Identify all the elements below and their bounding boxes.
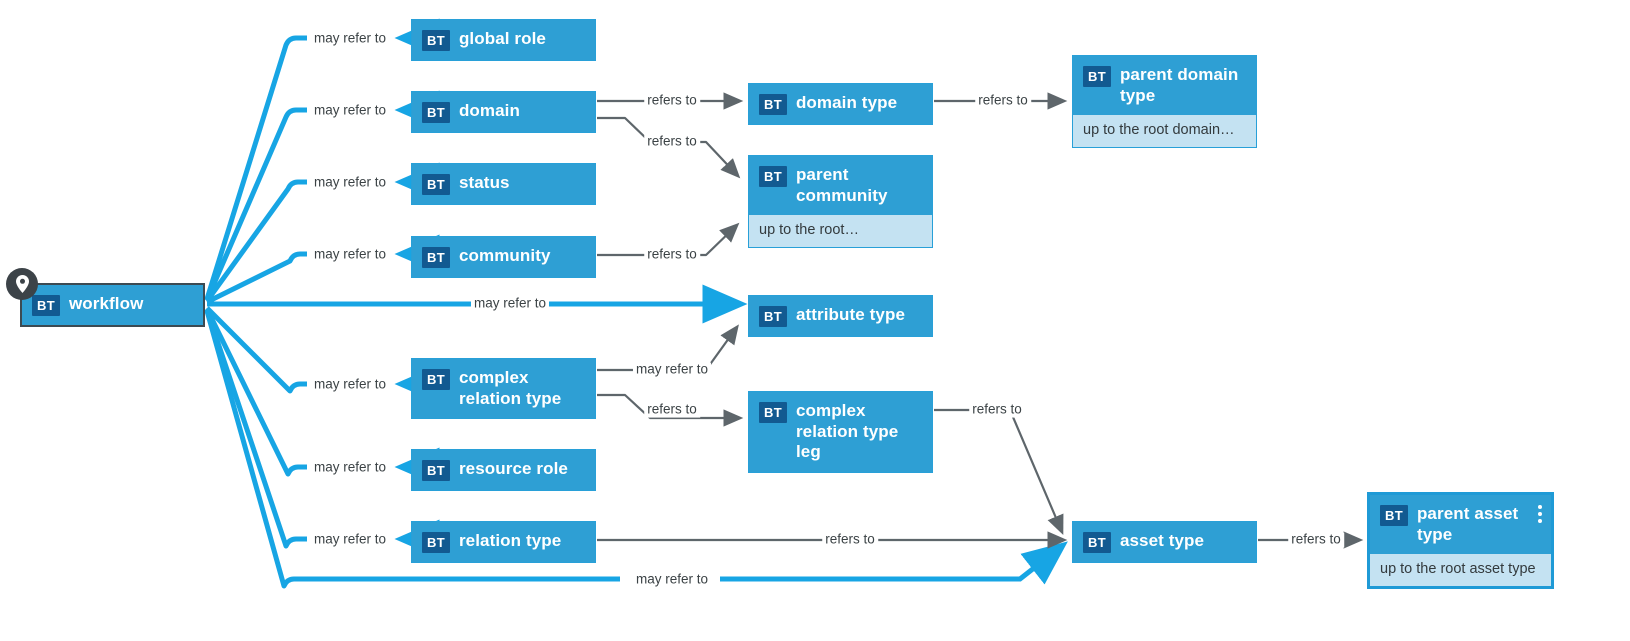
node-header: BT parent asset type	[1370, 495, 1551, 554]
node-asset-type[interactable]: BT asset type	[1072, 521, 1257, 563]
node-header: BT domain type	[749, 84, 932, 124]
node-title: global role	[458, 29, 546, 48]
node-header: BT workflow	[22, 285, 203, 325]
node-header: BT complex relation type	[412, 359, 595, 418]
node-header: BT attribute type	[749, 296, 932, 336]
node-attribute-type[interactable]: BT attribute type	[748, 295, 933, 337]
node-domain[interactable]: BT domain	[411, 91, 596, 133]
edge-label-workflow-status: may refer to	[310, 175, 390, 191]
node-header: BT asset type	[1073, 522, 1256, 562]
node-parent-asset-type[interactable]: BT parent asset type up to the root asset …	[1368, 493, 1553, 588]
bt-badge-icon: BT	[422, 532, 450, 553]
edge-workflow-asset-type-tail	[720, 541, 1068, 585]
edge-workflow-complex-relation-type	[205, 306, 307, 394]
node-complex-relation-type-leg[interactable]: BT complex relation type leg	[748, 391, 933, 474]
edge-community-parent-community	[597, 222, 740, 257]
edge-label-workflow-global-role: may refer to	[310, 31, 390, 47]
node-resource-role[interactable]: BT resource role	[411, 449, 596, 491]
node-title: domain	[458, 101, 520, 120]
node-title: domain type	[795, 93, 898, 112]
edge-label-community-parent-community: refers to	[644, 247, 700, 263]
node-status[interactable]: BT status	[411, 163, 596, 205]
bt-badge-icon: BT	[422, 102, 450, 123]
node-workflow[interactable]: BT workflow	[20, 283, 205, 327]
node-title: relation type	[458, 531, 562, 550]
bt-badge-icon: BT	[1380, 505, 1408, 526]
kebab-menu-icon[interactable]	[1538, 505, 1542, 523]
edge-label-relation-type-asset-type: refers to	[822, 532, 878, 548]
node-title: resource role	[458, 459, 568, 478]
edge-crt-leg-asset-type	[934, 408, 1064, 536]
edge-crt-crt-leg	[597, 393, 744, 427]
edge-label-workflow-community: may refer to	[310, 247, 390, 263]
edge-workflow-asset-type	[204, 310, 620, 589]
bt-badge-icon: BT	[1083, 532, 1111, 553]
edge-workflow-resource-role	[204, 307, 307, 477]
node-sublabel: up to the root asset type	[1370, 554, 1551, 586]
bt-badge-icon: BT	[422, 247, 450, 268]
edge-label-workflow-resource-role: may refer to	[310, 460, 390, 476]
edge-label-workflow-domain: may refer to	[310, 103, 390, 119]
node-title: workflow	[68, 294, 144, 313]
node-header: BT complex relation type leg	[749, 392, 932, 472]
node-title: parent community	[795, 165, 888, 205]
node-parent-domain-type[interactable]: BT parent domain type up to the root domai…	[1072, 55, 1257, 148]
bt-badge-icon: BT	[422, 30, 450, 51]
edge-workflow-global-role	[204, 35, 307, 300]
node-global-role[interactable]: BT global role	[411, 19, 596, 61]
node-title: community	[458, 246, 551, 265]
node-title: complex relation type	[458, 368, 562, 408]
bt-badge-icon: BT	[759, 402, 787, 423]
edge-label-workflow-asset-type: may refer to	[632, 572, 712, 588]
node-header: BT relation type	[412, 522, 595, 562]
node-title: parent asset type	[1416, 504, 1519, 544]
bt-badge-icon: BT	[759, 94, 787, 115]
node-community[interactable]: BT community	[411, 236, 596, 278]
bt-badge-icon: BT	[759, 306, 787, 327]
edge-label-crt-attribute-type: may refer to	[632, 362, 712, 378]
node-title: asset type	[1119, 531, 1205, 550]
node-header: BT parent community	[749, 156, 932, 215]
node-header: BT global role	[412, 20, 595, 60]
bt-badge-icon: BT	[422, 369, 450, 390]
map-pin-icon[interactable]	[6, 268, 38, 300]
edge-label-domain-domain-type: refers to	[644, 93, 700, 109]
edge-label-asset-type-parent-asset-type: refers to	[1288, 532, 1344, 548]
node-header: BT parent domain type	[1073, 56, 1256, 115]
bt-badge-icon: BT	[422, 174, 450, 195]
node-relation-type[interactable]: BT relation type	[411, 521, 596, 563]
node-title: parent domain type	[1119, 65, 1239, 105]
bt-badge-icon: BT	[32, 295, 60, 316]
edge-workflow-status	[204, 179, 307, 303]
node-title: attribute type	[795, 305, 906, 324]
node-title: status	[458, 173, 510, 192]
edge-label-workflow-relation-type: may refer to	[310, 532, 390, 548]
bt-badge-icon: BT	[759, 166, 787, 187]
edge-label-crt-crt-leg: refers to	[644, 402, 700, 418]
node-title: complex relation type leg	[795, 401, 899, 462]
bt-badge-icon: BT	[1083, 66, 1111, 87]
bt-badge-icon: BT	[422, 460, 450, 481]
edge-label-domain-type-parent-domain-type: refers to	[975, 93, 1031, 109]
edge-label-workflow-complex-relation-type: may refer to	[310, 377, 390, 393]
edge-label-workflow-attribute-type: may refer to	[470, 296, 550, 312]
node-header: BT resource role	[412, 450, 595, 490]
edge-label-crt-leg-asset-type: refers to	[969, 402, 1025, 418]
edge-workflow-community	[205, 251, 307, 305]
node-sublabel: up to the root…	[749, 215, 932, 247]
node-sublabel: up to the root domain…	[1073, 115, 1256, 147]
node-header: BT community	[412, 237, 595, 277]
node-parent-community[interactable]: BT parent community up to the root…	[748, 155, 933, 248]
node-header: BT domain	[412, 92, 595, 132]
edge-workflow-relation-type	[204, 309, 307, 549]
edge-workflow-domain	[204, 107, 307, 301]
node-header: BT status	[412, 164, 595, 204]
edge-label-domain-parent-community: refers to	[644, 134, 700, 150]
node-domain-type[interactable]: BT domain type	[748, 83, 933, 125]
node-complex-relation-type[interactable]: BT complex relation type	[411, 358, 596, 420]
